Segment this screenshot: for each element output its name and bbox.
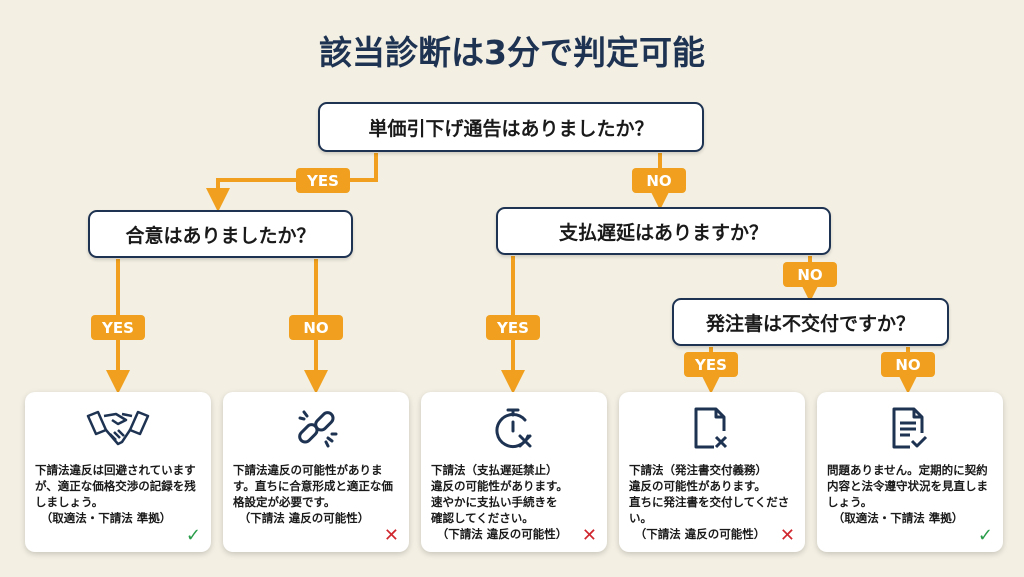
no-label: NO <box>289 315 343 340</box>
cross-icon: ✕ <box>581 525 597 546</box>
yes-label: YES <box>91 315 145 340</box>
result-card-agreed: 下請法違反は回避されていますが、適正な価格交渉の記録を残しましょう。 （取適法・… <box>25 392 211 552</box>
card-text: 問題ありません。定期的に契約内容と法令遵守状況を見直しましょう。 （取適法・下請… <box>827 463 988 525</box>
page-title: 該当診断は3分で判定可能 <box>319 33 705 72</box>
cross-icon: ✕ <box>383 525 399 546</box>
document-x-icon <box>629 402 795 454</box>
handshake-icon <box>35 402 201 454</box>
result-card-payment-delay: 下請法（支払遅延禁止） 違反の可能性があります。 速やかに支払い手続きを 確認し… <box>421 392 607 552</box>
document-check-icon <box>827 402 993 454</box>
card-text: 下請法違反は回避されていますが、適正な価格交渉の記録を残しましょう。 （取適法・… <box>35 463 196 525</box>
check-icon: ✓ <box>977 525 993 546</box>
stopwatch-x-icon <box>431 402 597 454</box>
card-text: 下請法違反の可能性があります。直ちに合意形成と適正な価格設定が必要です。 （下請… <box>233 463 393 525</box>
result-card-compliant: 問題ありません。定期的に契約内容と法令遵守状況を見直しましょう。 （取適法・下請… <box>817 392 1003 552</box>
broken-link-icon <box>233 402 399 454</box>
result-card-no-order-doc: 下請法（発注書交付義務） 違反の可能性があります。 直ちに発注書を交付してくださ… <box>619 392 805 552</box>
yes-label: YES <box>486 315 540 340</box>
cross-icon: ✕ <box>779 525 795 546</box>
card-text: 下請法（支払遅延禁止） 違反の可能性があります。 速やかに支払い手続きを 確認し… <box>431 463 568 541</box>
result-card-not-agreed: 下請法違反の可能性があります。直ちに合意形成と適正な価格設定が必要です。 （下請… <box>223 392 409 552</box>
card-text: 下請法（発注書交付義務） 違反の可能性があります。 直ちに発注書を交付してくださ… <box>629 463 790 541</box>
no-label: NO <box>632 168 686 193</box>
yes-label: YES <box>296 168 350 193</box>
no-label: NO <box>783 262 837 287</box>
check-icon: ✓ <box>185 525 201 546</box>
yes-label: YES <box>684 352 738 377</box>
question-order-doc: 発注書は不交付ですか？ <box>672 298 949 346</box>
question-agreement: 合意はありましたか？ <box>88 210 353 258</box>
question-price-cut-notice: 単価引下げ通告はありましたか？ <box>318 102 704 152</box>
question-payment-delay: 支払遅延はありますか？ <box>496 207 831 255</box>
no-label: NO <box>881 352 935 377</box>
